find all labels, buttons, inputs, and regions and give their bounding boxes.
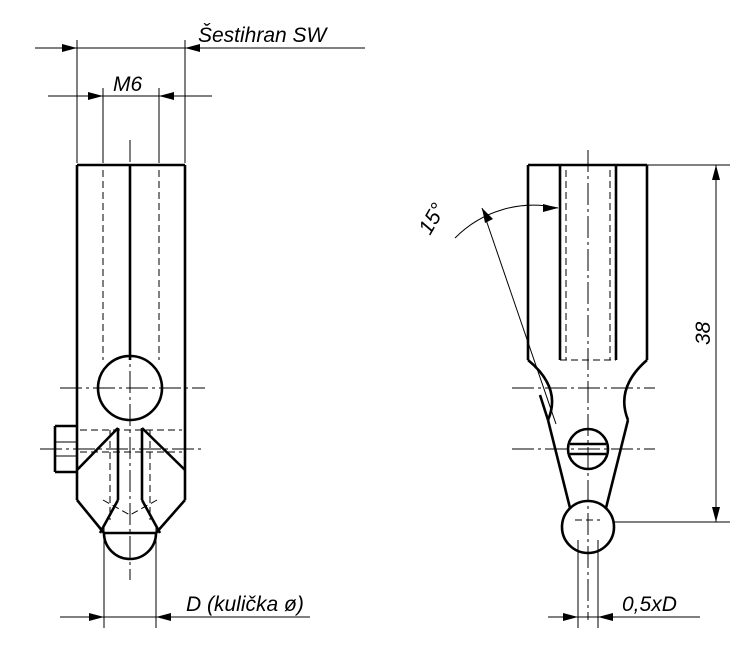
m6-dimension — [48, 92, 212, 100]
tip-dimension — [548, 540, 700, 628]
length-label: 38 — [692, 321, 715, 345]
d-dimension — [60, 613, 310, 621]
ball-diameter-label: D (kulička ø) — [186, 593, 304, 616]
thread-label: M6 — [113, 73, 142, 96]
front-ball-lower — [102, 532, 158, 561]
tip-label: 0,5xD — [622, 593, 677, 616]
angle-dimension — [454, 204, 559, 425]
sw-dimension — [35, 44, 365, 52]
length-dimension — [614, 164, 730, 523]
front-body-outline — [75, 163, 187, 535]
side-center-lines — [512, 150, 655, 620]
side-body-outline — [526, 163, 649, 509]
front-hidden-lines — [80, 170, 182, 520]
front-center-lines — [40, 140, 205, 580]
hex-sw-label: Šestihran SW — [198, 24, 329, 47]
side-view — [454, 150, 730, 628]
front-view — [35, 40, 365, 628]
angle-label: 15° — [414, 199, 450, 238]
